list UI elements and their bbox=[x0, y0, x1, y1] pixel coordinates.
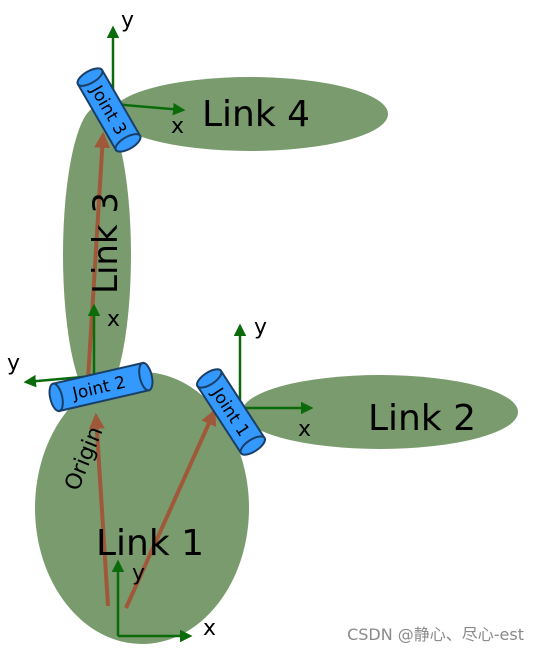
link-1-shape bbox=[35, 372, 249, 644]
joint-1-x-label: x bbox=[298, 417, 311, 442]
vector-origin-to-joint-2 bbox=[88, 412, 110, 607]
joint-3-x-label: x bbox=[171, 114, 184, 139]
base-y-label: y bbox=[132, 561, 145, 586]
joint-3-cylinder: Joint 3 bbox=[76, 67, 142, 153]
link-1-label: Link 1 bbox=[96, 523, 204, 564]
base-x-label: x bbox=[203, 616, 216, 641]
vector-joint-2-to-joint-3 bbox=[86, 131, 111, 381]
link-4-label: Link 4 bbox=[202, 94, 310, 135]
watermark-text: CSDN @静心、尽心-est bbox=[347, 625, 524, 644]
joint-2-y-label: y bbox=[7, 351, 20, 376]
joint-3-y-label: y bbox=[121, 8, 134, 33]
joint-2-x-label: x bbox=[107, 307, 120, 332]
link-2-label: Link 2 bbox=[368, 398, 476, 439]
joint-1-cylinder: Joint 1 bbox=[196, 368, 266, 456]
link-3-label: Link 3 bbox=[86, 192, 126, 294]
joint-1-y-label: y bbox=[254, 315, 267, 340]
joint-2-cylinder: Joint 2 bbox=[48, 361, 154, 413]
joint-3-x-axis bbox=[112, 102, 186, 116]
vector-origin-to-joint-1 bbox=[124, 409, 217, 609]
link-2-shape bbox=[242, 375, 518, 449]
link-4-shape bbox=[112, 77, 388, 151]
